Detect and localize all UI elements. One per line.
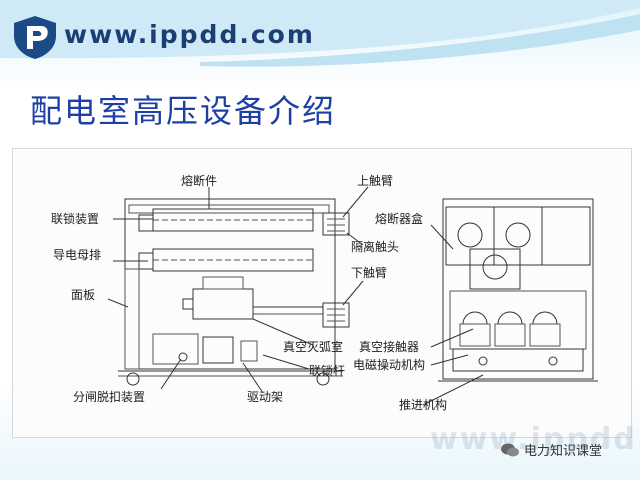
wechat-account: 电力知识课堂 [524,444,603,459]
front-view-drawing [422,198,598,406]
label-upper-arm: 上触臂 [357,174,393,188]
fuse-box-circle [457,222,483,248]
switchgear-diagram: 熔断件 上触臂 联锁装置 熔断器盒 隔离触头 导电母排 下触臂 面板 真空灭弧室… [51,173,598,412]
label-fuse-part: 熔断件 [181,173,217,188]
side-view-drawing [107,186,369,394]
label-fuse-box: 熔断器盒 [375,211,423,226]
header-swoosh [0,0,640,67]
label-busbar: 导电母排 [53,248,101,262]
company-logo [14,16,56,59]
label-panel: 面板 [71,288,95,302]
label-lower-arm: 下触臂 [351,266,387,280]
label-interlock-device: 联锁装置 [51,211,99,226]
label-vacuum-contactor: 真空接触器 [359,339,419,354]
front-panel [124,268,140,370]
wheel [316,372,330,386]
wechat-icon [501,443,519,456]
fuse-box-circle [505,222,531,248]
wechat-badge: 电力知识课堂 [500,440,602,459]
label-trip-device: 分闸脱扣装置 [73,389,145,404]
label-push-mechanism: 推进机构 [399,397,447,412]
watermark: www.ippdd.com [430,422,640,457]
diagram-panel: 熔断件 上触臂 联锁装置 熔断器盒 隔离触头 导电母排 下触臂 面板 真空灭弧室… [12,148,632,438]
page-title: 配电室高压设备介绍 [30,92,337,130]
isolating-contact-lower [322,302,350,328]
front-frame [442,198,594,380]
wheel [126,372,140,386]
label-electromagnetic-mechanism: 电磁操动机构 [353,357,425,372]
label-isolating-contact: 隔离触头 [351,239,399,254]
site-url: www.ippdd.com [64,20,315,49]
isolating-contact-upper [322,212,350,236]
fuse-box-circle [482,254,508,280]
label-drive-frame: 驱动架 [247,390,283,404]
label-vacuum-interrupter: 真空灭弧室 [283,339,343,354]
vacuum-interrupter [192,288,254,320]
label-interlock-rod: 联锁杆 [309,363,345,378]
